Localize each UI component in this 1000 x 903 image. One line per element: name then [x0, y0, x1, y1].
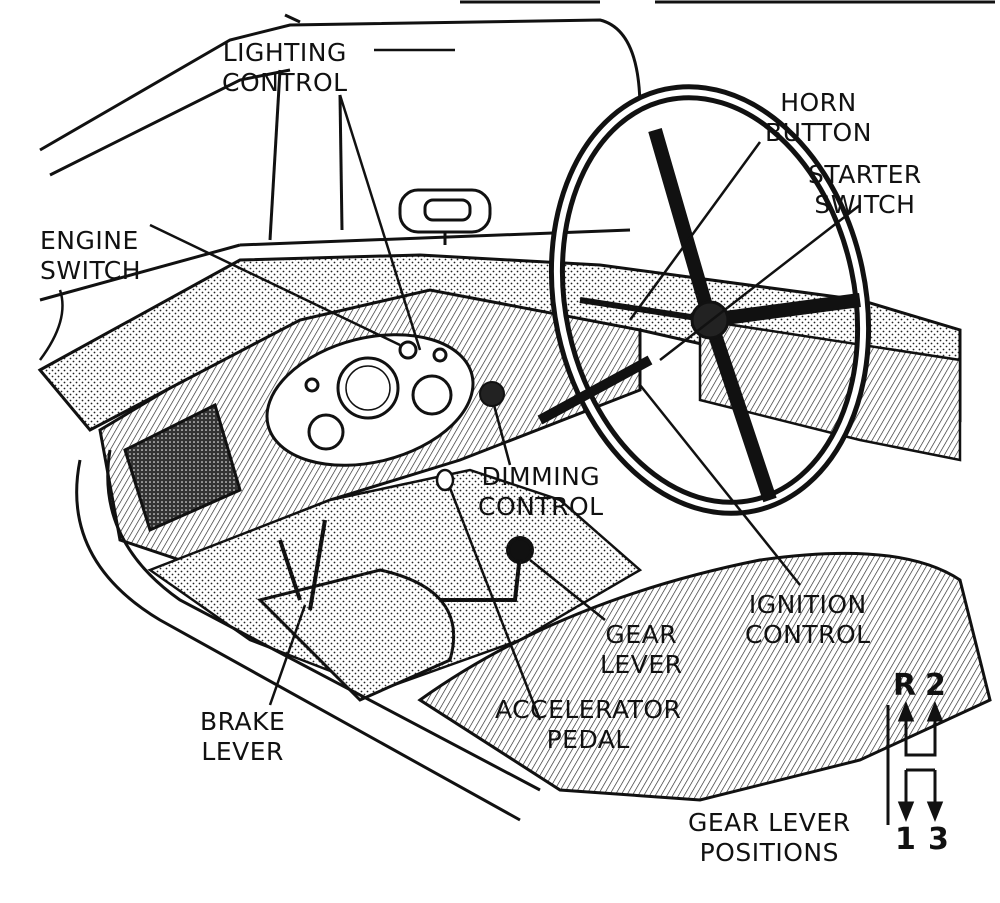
brake-lever-shape — [278, 519, 327, 611]
label-lighting-control: LIGHTING CONTROL — [222, 38, 348, 97]
label-horn-button: HORN BUTTON — [765, 88, 872, 147]
body-sill — [75, 449, 541, 822]
instrument-panel — [265, 333, 475, 467]
gauge-left — [307, 413, 345, 451]
switch-small — [398, 340, 418, 360]
transmission-tunnel — [257, 568, 456, 702]
side-panel — [698, 318, 962, 462]
label-gear-lever: GEAR LEVER — [600, 620, 683, 679]
label-dimming-control: DIMMING CONTROL — [478, 462, 604, 521]
leader-lines — [149, 48, 861, 721]
dimming-knob — [479, 381, 505, 407]
speedometer — [336, 356, 400, 420]
gear-position-3: 3 — [928, 822, 949, 857]
label-gear-lever-positions: GEAR LEVER POSITIONS — [688, 808, 851, 867]
seat — [417, 551, 992, 802]
label-engine-switch: ENGINE SWITCH — [40, 226, 142, 285]
rear-mirror — [398, 188, 492, 245]
glovebox — [123, 402, 242, 533]
label-accelerator-pedal: ACCELERATOR PEDAL — [495, 695, 682, 754]
gear-position-r: R — [893, 668, 917, 703]
label-starter-switch: STARTER SWITCH — [808, 160, 922, 219]
accelerator-pedal-shape — [435, 468, 455, 492]
gear-position-1: 1 — [895, 822, 916, 857]
gear-position-2: 2 — [925, 668, 946, 703]
gear-lever-shape — [440, 536, 534, 602]
gauge-right — [411, 374, 453, 416]
label-brake-lever: BRAKE LEVER — [200, 707, 286, 766]
label-ignition-control: IGNITION CONTROL — [745, 590, 871, 649]
gear-position-diagram — [886, 700, 944, 825]
windscreen — [38, 0, 995, 361]
